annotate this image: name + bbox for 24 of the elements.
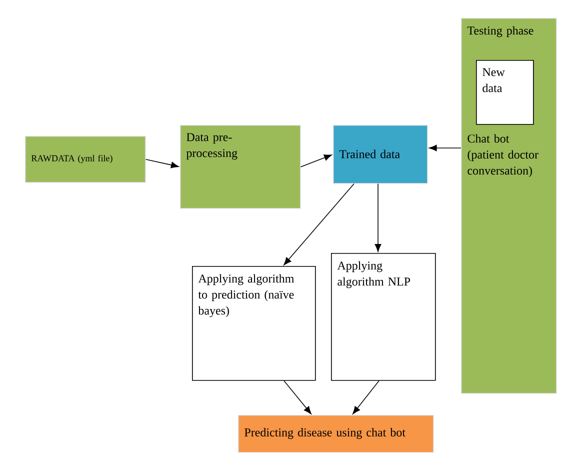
box-text: Trained data (339, 150, 400, 158)
arrow (145, 159, 179, 168)
box-text: Testing phase (467, 26, 534, 38)
box-text: Applying algorithm to prediction (naïve bayes) (198, 274, 294, 318)
box-text: New data (482, 68, 505, 92)
process-box (180, 125, 301, 209)
process-box (25, 136, 146, 183)
box-text: RAWDATA (yml file) (31, 154, 112, 164)
arrow (300, 154, 332, 168)
arrow (352, 380, 380, 414)
arrow (284, 183, 354, 266)
arrow (284, 380, 312, 414)
box-text: Applying algorithm NLP (337, 261, 410, 288)
result-box (238, 415, 434, 453)
arrow (374, 183, 382, 252)
box-text: Predicting disease using chat bot (244, 428, 406, 439)
box-text: Chat bot (patient doctor conversation) (468, 134, 538, 178)
phase-panel (461, 18, 557, 394)
process-box (333, 125, 428, 184)
data-box (476, 60, 534, 125)
algorithm-box (331, 253, 436, 381)
box-text: Data pre-processing (186, 133, 238, 160)
arrow (429, 144, 462, 152)
algorithm-box (192, 266, 316, 381)
